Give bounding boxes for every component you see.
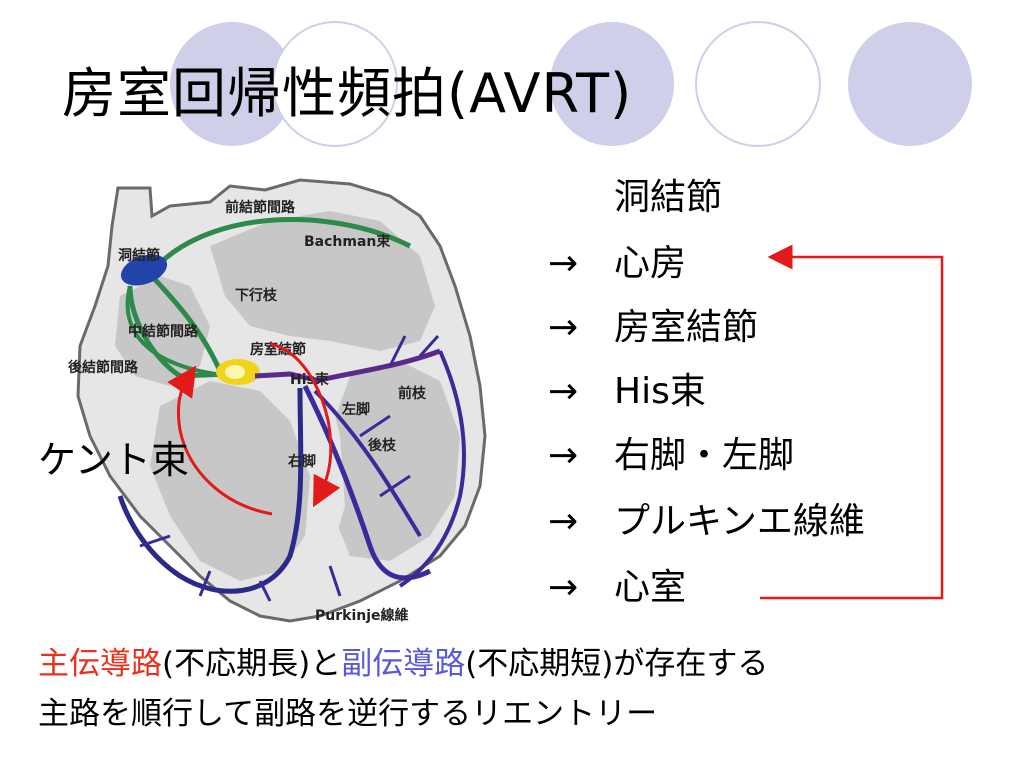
label-left-bundle: 左脚 (341, 401, 370, 418)
label-mid-internodal: 中結節間路 (128, 323, 199, 340)
label-his: His束 (290, 371, 330, 388)
label-ant-internodal: 前結節間路 (225, 199, 296, 216)
label-post-internodal: 後結節間路 (68, 359, 139, 376)
sequence-step: → 右脚・左脚 (548, 434, 794, 478)
bottom-line-1: 主伝導路(不応期長)と副伝導路(不応期短)が存在する (38, 644, 768, 684)
main-pathway-term: 主伝導路 (38, 646, 162, 682)
kent-bundle-label: ケント束 (38, 438, 189, 482)
step-label: 心室 (614, 567, 687, 608)
sequence-step: → 房室結節 (548, 306, 758, 350)
arrow-glyph: → (548, 307, 579, 348)
sequence-start: 洞結節 (614, 177, 723, 218)
arrow-glyph: → (548, 567, 579, 608)
step-label: 心房 (614, 243, 687, 284)
main-pathway-note: (不応期長)と (162, 646, 342, 682)
label-bachman: Bachman束 (304, 233, 391, 250)
sequence-step: → 心房 (548, 242, 686, 286)
slide-title: 房室回帰性頻拍(AVRT) (62, 62, 633, 125)
arrow-glyph: → (548, 435, 579, 476)
label-right-bundle: 右脚 (287, 453, 316, 470)
accessory-pathway-note: (不応期短)が存在する (465, 646, 769, 682)
arrow-glyph: → (548, 501, 579, 542)
sequence-step: → His束 (548, 370, 706, 414)
heart-conduction-diagram: 前結節間路 Bachman束 洞結節 下行枝 中結節間路 房室結節 後結節間路 … (68, 178, 487, 624)
label-descending-branch: 下行枝 (235, 287, 278, 304)
label-anterior-branch: 前枝 (398, 385, 427, 402)
step-label: His束 (614, 371, 706, 412)
label-sa-node: 洞結節 (118, 247, 160, 264)
arrow-glyph: → (548, 243, 579, 284)
sequence-step: → 心室 (548, 566, 686, 610)
label-purkinje: Purkinje線維 (315, 607, 409, 624)
sequence-step: → プルキンエ線維 (548, 500, 865, 544)
accessory-pathway-term: 副伝導路 (341, 646, 466, 682)
label-posterior-branch: 後枝 (368, 437, 397, 454)
step-label: 房室結節 (614, 307, 759, 348)
step-label: プルキンエ線維 (614, 501, 865, 542)
step-label: 右脚・左脚 (614, 435, 795, 476)
bottom-line-2: 主路を順行して副路を逆行するリエントリー (38, 696, 658, 732)
arrow-glyph: → (548, 371, 579, 412)
decorative-circles (170, 21, 972, 147)
